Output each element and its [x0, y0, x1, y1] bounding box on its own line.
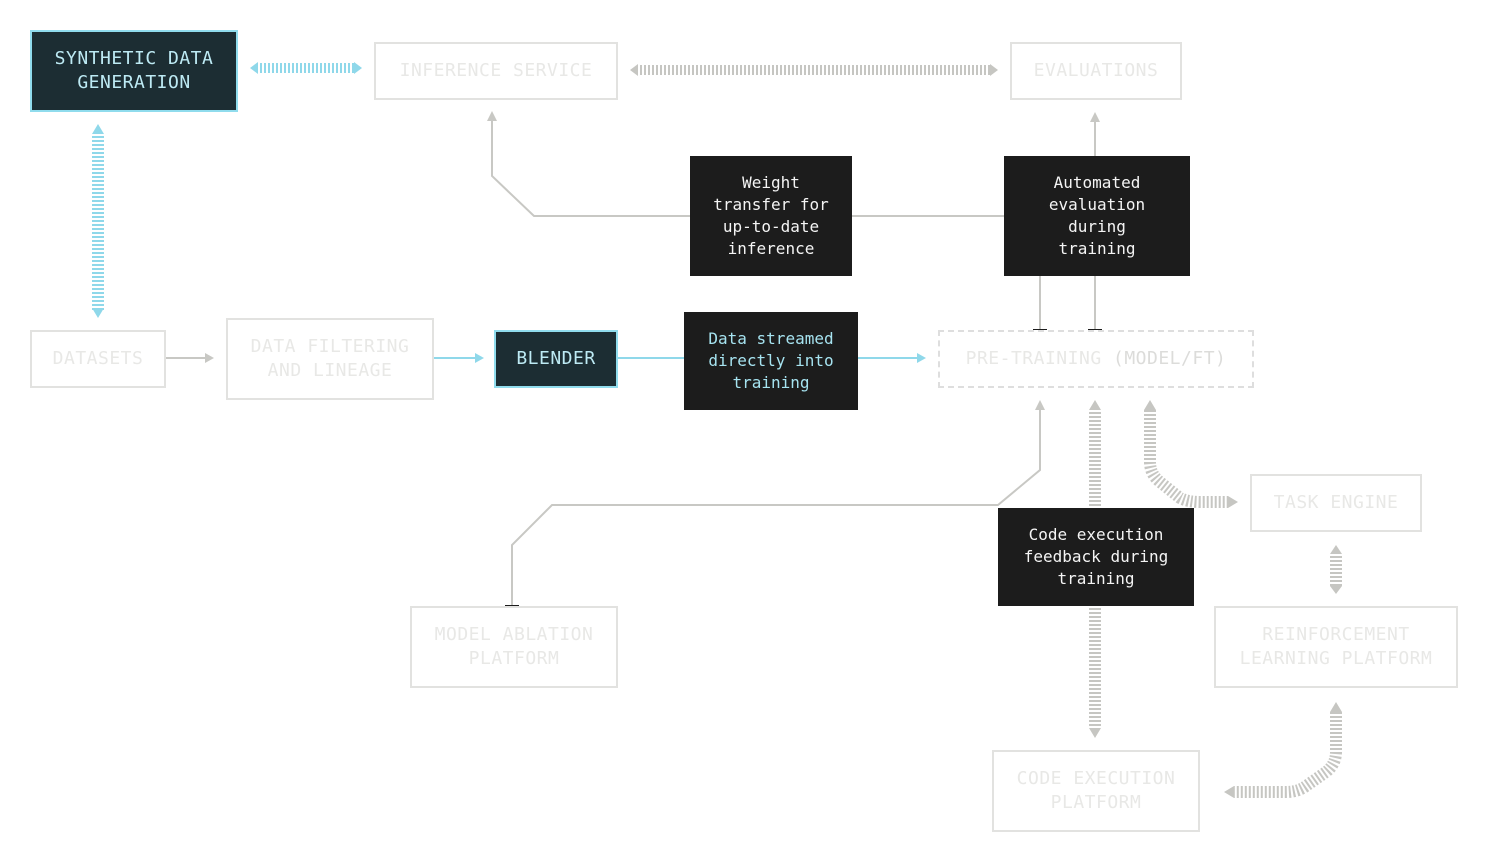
- pre-training-node: PRE-TRAINING (MODEL/FT): [938, 330, 1254, 388]
- task-engine-text: TASK ENGINE: [1273, 492, 1399, 513]
- reinforcement-learning-text: REINFORCEMENT LEARNING PLATFORM: [1239, 624, 1433, 669]
- evaluations-text: EVALUATIONS: [1033, 60, 1159, 81]
- code-feedback-label: Code execution feedback during training: [998, 508, 1194, 606]
- filtering-blender-link: [432, 351, 484, 365]
- task-engine-node: TASK ENGINE: [1250, 474, 1422, 532]
- pretraining-task-link: [1144, 400, 1238, 508]
- reinforcement-learning-node: REINFORCEMENT LEARNING PLATFORM: [1214, 606, 1458, 688]
- code-execution-text: CODE EXECUTION PLATFORM: [1016, 768, 1176, 813]
- datasets-node: DATASETS: [30, 330, 166, 388]
- weight-transfer-label: Weight transfer for up-to-date inference: [690, 156, 852, 276]
- synthetic-inference-link: [250, 62, 362, 74]
- code-feedback-text: Code execution feedback during training: [1023, 525, 1169, 588]
- model-ablation-text: MODEL ABLATION PLATFORM: [434, 624, 594, 669]
- datasets-filtering-link: [164, 351, 214, 365]
- synthetic-data-generation-text: SYNTHETIC DATA GENERATION: [54, 48, 214, 93]
- data-filtering-text: DATA FILTERING AND LINEAGE: [250, 336, 410, 381]
- inference-service-node: INFERENCE SERVICE: [374, 42, 618, 100]
- blender-text: BLENDER: [516, 348, 596, 369]
- task-rl-link: [1330, 545, 1342, 594]
- automated-evaluation-label: Automated evaluation during training: [1004, 156, 1190, 276]
- code-execution-node: CODE EXECUTION PLATFORM: [992, 750, 1200, 832]
- rl-code-link: [1224, 702, 1342, 798]
- datasets-text: DATASETS: [52, 348, 144, 369]
- synthetic-datasets-link: [92, 124, 104, 318]
- pre-training-main: PRE-TRAINING: [965, 348, 1102, 369]
- ablation-pretraining-link: [505, 400, 1045, 607]
- synthetic-data-generation-node: SYNTHETIC DATA GENERATION: [30, 30, 238, 112]
- blender-node: BLENDER: [494, 330, 618, 388]
- pre-training-text: PRE-TRAINING (MODEL/FT): [966, 347, 1227, 371]
- data-streamed-label: Data streamed directly into training: [684, 312, 858, 410]
- data-streamed-text: Data streamed directly into training: [708, 329, 834, 392]
- pre-training-suffix: (MODEL/FT): [1101, 348, 1227, 369]
- inference-evaluations-link: [630, 64, 998, 76]
- evaluations-node: EVALUATIONS: [1010, 42, 1182, 100]
- model-ablation-node: MODEL ABLATION PLATFORM: [410, 606, 618, 688]
- data-filtering-node: DATA FILTERING AND LINEAGE: [226, 318, 434, 400]
- weight-transfer-text: Weight transfer for up-to-date inference: [713, 173, 829, 258]
- automated-evaluation-text: Automated evaluation during training: [1048, 173, 1146, 258]
- inference-service-text: INFERENCE SERVICE: [399, 60, 593, 81]
